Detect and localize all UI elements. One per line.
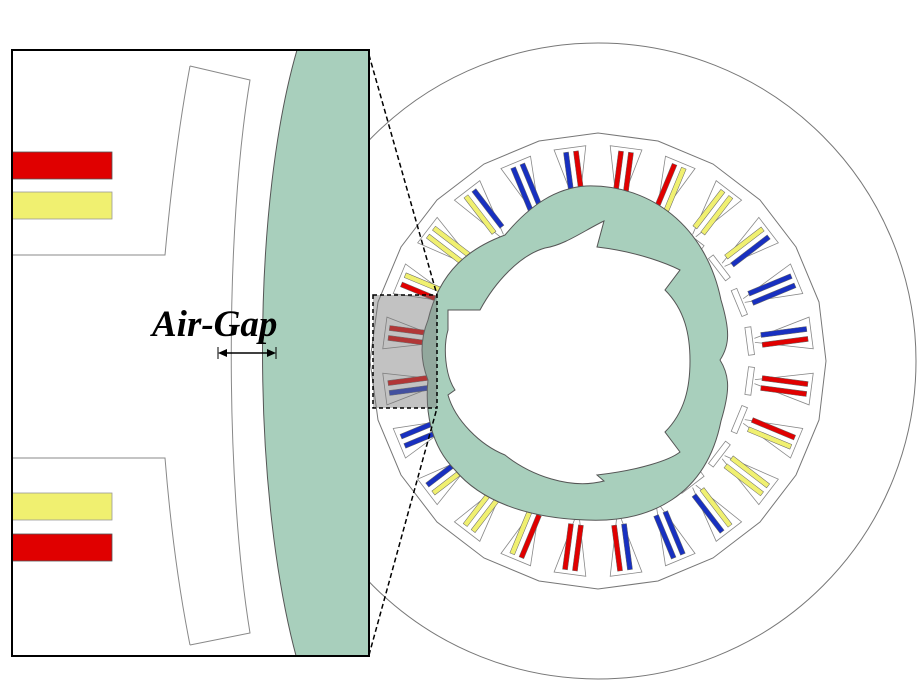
winding-conductor — [729, 455, 771, 489]
inset-winding-red-bottom — [12, 533, 113, 562]
zoom-projection-line-bottom — [368, 407, 438, 656]
slot-outline — [382, 372, 442, 406]
stator-slot — [744, 316, 814, 356]
winding-conductor — [463, 194, 497, 235]
winding-conductor — [760, 385, 808, 397]
slot-outline — [417, 216, 475, 267]
tooth-tip — [730, 287, 749, 318]
slot-outline — [553, 517, 587, 577]
slot-outline — [721, 216, 779, 267]
slot-outline — [656, 505, 696, 567]
winding-conductor — [692, 188, 726, 230]
rotor — [421, 185, 729, 521]
tooth-tip — [707, 254, 731, 282]
slot-outline — [553, 145, 587, 205]
slot-outline — [417, 455, 475, 506]
winding-conductor — [572, 524, 584, 572]
winding-conductor — [611, 524, 623, 572]
slot-outline — [609, 517, 643, 577]
stator-slot — [730, 263, 804, 318]
slot-outline — [721, 455, 779, 506]
tooth-tip — [744, 326, 755, 356]
tooth-tip — [730, 404, 749, 435]
winding-conductor — [751, 282, 797, 306]
inset-tooth-lower — [12, 457, 191, 646]
slot-outline — [609, 145, 643, 205]
winding-conductor — [691, 493, 725, 534]
tooth-tip — [707, 440, 731, 468]
inset-frame — [11, 49, 370, 657]
zoom-inset: Air-Gap — [11, 49, 370, 657]
stator-slot — [744, 366, 814, 406]
slot-outline — [392, 263, 454, 303]
stator-slot — [730, 404, 804, 459]
air-gap-label: Air-Gap — [150, 304, 277, 345]
slot-outline — [656, 155, 696, 217]
slot-outline — [692, 484, 743, 542]
inset-winding-yellow-top — [12, 191, 113, 220]
inset-winding-yellow-bottom — [12, 492, 113, 521]
slot-outline — [500, 505, 540, 567]
winding-conductor — [562, 523, 574, 571]
slot-outline — [453, 484, 504, 542]
winding-conductor — [723, 463, 764, 497]
winding-conductor — [700, 195, 734, 236]
inset-rotor-edge — [262, 50, 369, 656]
air-gap-arrow — [217, 347, 277, 359]
winding-conductor — [662, 510, 686, 556]
stator-slot — [707, 216, 779, 282]
tooth-tip — [744, 366, 755, 396]
winding-conductor — [724, 226, 765, 260]
winding-conductor — [730, 234, 771, 268]
winding-conductor — [747, 426, 793, 450]
winding-conductor — [471, 188, 505, 229]
inset-tooth-upper — [12, 65, 191, 256]
winding-conductor — [747, 273, 793, 297]
slot-outline — [742, 263, 804, 303]
inset-winding-red-top — [12, 151, 113, 180]
slot-outline — [382, 316, 442, 350]
slot-outline — [742, 419, 804, 459]
zoom-projection-line-top — [368, 54, 438, 296]
winding-conductor — [761, 336, 809, 348]
slot-outline — [692, 180, 743, 238]
slot-outline — [392, 419, 454, 459]
stator-slot — [707, 440, 779, 506]
winding-conductor — [760, 326, 808, 338]
winding-conductor — [750, 417, 796, 441]
winding-conductor — [761, 375, 809, 387]
motor-full-view — [369, 42, 917, 680]
rotor-inner-cutout — [444, 220, 691, 485]
inset-stator-bore-arc — [189, 65, 251, 646]
winding-conductor — [621, 523, 633, 571]
slot-outline — [754, 372, 814, 406]
zoom-region-box — [372, 294, 438, 409]
winding-conductor — [699, 487, 733, 528]
slot-outline — [500, 155, 540, 217]
slot-outline — [754, 316, 814, 350]
winding-conductor — [653, 514, 677, 560]
slot-outline — [453, 180, 504, 238]
